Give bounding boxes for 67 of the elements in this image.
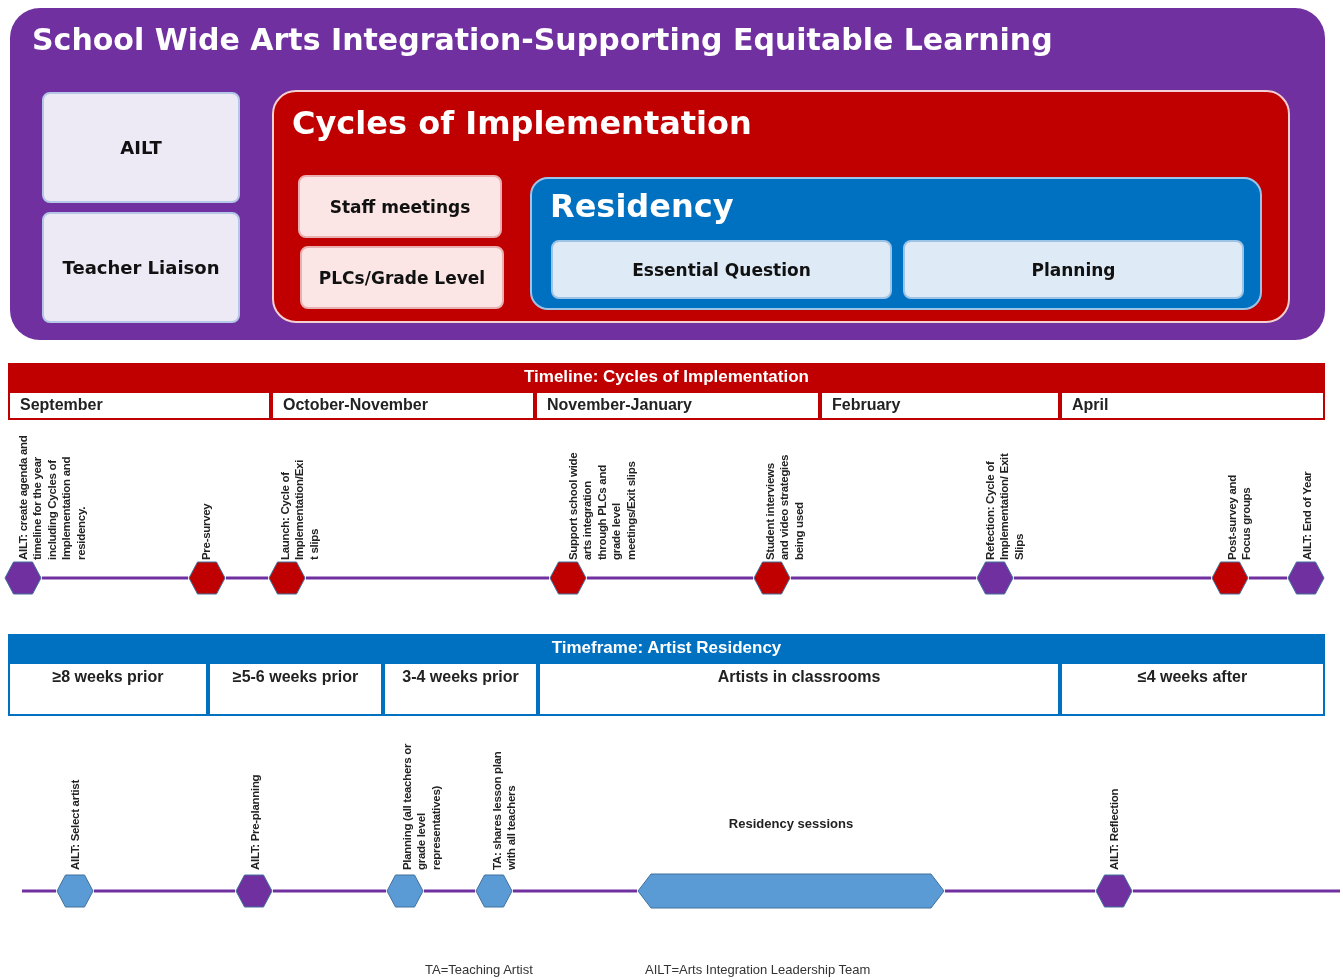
timeline-note: Post-survey and Focus groups (1225, 474, 1254, 560)
timeline-note: AILT: Select artist (68, 778, 82, 870)
milestone-hexagon (4, 561, 42, 595)
footnote: AILT=Arts Integration Leadership Team (645, 962, 871, 977)
timeline-note: Student interviews and video strategies being used (763, 453, 806, 560)
period-heading: ≥5-6 weeks prior (208, 662, 383, 716)
period-heading: Artists in classrooms (538, 662, 1060, 716)
milestone-hexagon (56, 874, 94, 908)
milestone-hexagon (1211, 561, 1249, 595)
timeline-note: Launch: Cycle of Implementation/Exi t slips (278, 460, 321, 560)
activity-box: Essential Question (551, 240, 892, 299)
role-box: Teacher Liaison (42, 212, 240, 323)
milestone-hexagon (188, 561, 226, 595)
milestone-hexagon (549, 561, 587, 595)
timeline-note: AILT: create agenda and timeline for the year including Cycles of Implementation and residency. (16, 434, 88, 560)
timeline-line (22, 889, 56, 893)
month-heading: April (1060, 391, 1325, 420)
milestone-hexagon (235, 874, 273, 908)
panel-title: Cycles of Implementation (292, 104, 752, 142)
residency-panel (530, 177, 1262, 310)
session-bar (637, 873, 945, 909)
milestone-hexagon (976, 561, 1014, 595)
timeline-note: AILT: End of Year (1300, 470, 1314, 560)
period-heading: ≤4 weeks after (1060, 662, 1325, 716)
timeline-note: AILT: Pre-planning (248, 773, 262, 870)
timeline-header-bar: Timeline: Cycles of Implementation (8, 363, 1325, 391)
month-heading: September (8, 391, 271, 420)
timeline-note: Pre-survey (199, 502, 213, 560)
timeline-note: Residency sessions (727, 816, 855, 831)
timeline-line (791, 576, 976, 580)
panel-title: School Wide Arts Integration-Supporting Equitable Learning (32, 22, 1053, 57)
month-heading: October-November (271, 391, 535, 420)
timeline-line (513, 889, 637, 893)
timeline-header-bar: Timeframe: Artist Residency (8, 634, 1325, 662)
milestone-hexagon (1095, 874, 1133, 908)
timeline-line (1249, 576, 1287, 580)
milestone-hexagon (475, 874, 513, 908)
timeline-line (306, 576, 549, 580)
month-heading: February (820, 391, 1060, 420)
timeline-note: AILT: Reflection (1107, 787, 1121, 870)
period-heading: 3-4 weeks prior (383, 662, 538, 716)
activity-box: Staff meetings (298, 175, 502, 238)
timeline-line (945, 889, 1095, 893)
activity-box: PLCs/Grade Level (300, 246, 504, 309)
timeline-line (1014, 576, 1211, 580)
period-heading: ≥8 weeks prior (8, 662, 208, 716)
milestone-hexagon (386, 874, 424, 908)
month-heading: November-January (535, 391, 820, 420)
role-box: AILT (42, 92, 240, 203)
timeline-line (42, 576, 188, 580)
timeline-line (226, 576, 268, 580)
cycles-panel (272, 90, 1290, 323)
timeline-note: Planning (all teachers or grade level representatives) (400, 742, 443, 870)
panel-title: Residency (550, 187, 734, 225)
milestone-hexagon (1287, 561, 1325, 595)
footnote: TA=Teaching Artist (425, 962, 533, 977)
timeline-line (273, 889, 386, 893)
timeline-note: Refection: Cycle of Implementation/ Exit Slips (983, 452, 1026, 560)
activity-box: Planning (903, 240, 1244, 299)
timeline-note: Support school wide arts integration through PLCs and grade level meetings/Exit slips (566, 451, 638, 560)
timeline-line (424, 889, 475, 893)
timeline-line (94, 889, 235, 893)
milestone-hexagon (753, 561, 791, 595)
milestone-hexagon (268, 561, 306, 595)
timeline-line (1133, 889, 1340, 893)
timeline-line (587, 576, 753, 580)
program-panel (10, 8, 1325, 340)
